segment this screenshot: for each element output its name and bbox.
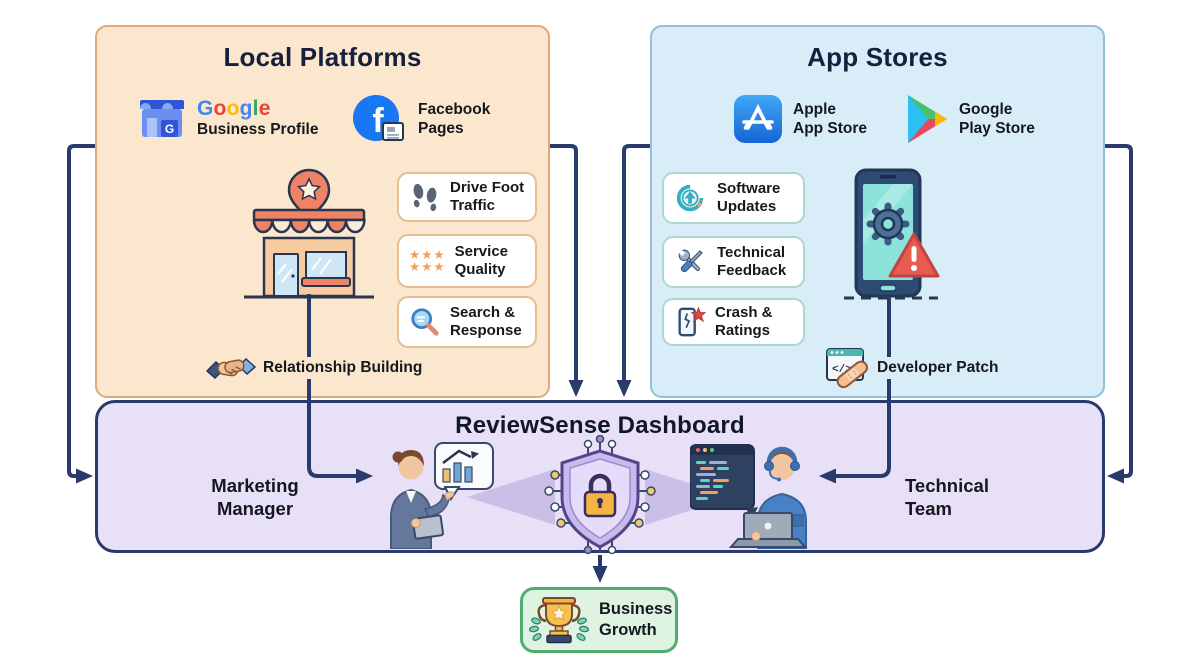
google-business-label: Business Profile <box>197 120 319 138</box>
benefit-software-updates: Software Updates <box>662 172 805 224</box>
marketer-illustration <box>390 442 494 549</box>
handshake-icon <box>206 357 256 380</box>
business-growth-label: Business Growth <box>599 600 673 639</box>
facebook-pages-label: Facebook Pages <box>418 101 491 137</box>
tools-icon <box>678 249 703 273</box>
developer-patch-label: Developer Patch <box>872 357 1004 379</box>
developer-illustration <box>690 444 808 549</box>
arrow-local-right-to-dashboard <box>550 144 584 397</box>
footprints-icon <box>413 183 437 212</box>
phone-illustration <box>854 168 940 298</box>
update-icon <box>676 184 704 212</box>
patch-icon: </> <box>826 348 868 389</box>
dashboard-title: ReviewSense Dashboard <box>455 412 745 439</box>
facebook-f-letter: f <box>372 102 384 140</box>
benefit-service-quality: ★★★ ★★★ Service Quality <box>397 234 537 288</box>
apple-appstore-icon <box>734 95 782 143</box>
store-illustration <box>252 168 366 298</box>
benefit-search-response: Search & Response <box>397 296 537 348</box>
benefit-drive-foot-traffic: Drive Foot Traffic <box>397 172 537 222</box>
crash-icon <box>678 306 706 337</box>
stars-icon: ★★★ ★★★ <box>409 247 446 274</box>
facebook-icon: f <box>353 95 404 141</box>
google-business-profile-item: G Google Business Profile <box>137 93 318 143</box>
relationship-building-label: Relationship Building <box>258 357 428 379</box>
arrow-app-right-to-dashboard <box>1105 144 1133 484</box>
right-beam <box>645 469 733 525</box>
app-stores-title: App Stores <box>807 42 948 72</box>
google-business-icon: G <box>140 100 184 137</box>
google-business-g-letter: G <box>165 122 174 136</box>
technical-team-label: Technical Team <box>905 475 989 519</box>
shield-illustration <box>467 435 733 555</box>
magnifier-icon <box>411 308 439 336</box>
apple-app-store-item: Apple App Store <box>733 94 867 144</box>
google-wordmark: Google <box>197 96 271 120</box>
laptop <box>728 512 808 548</box>
facebook-pages-item: f Facebook Pages <box>352 94 490 144</box>
lock-icon <box>583 473 617 518</box>
google-play-store-item: Google Play Store <box>905 93 1035 145</box>
google-play-icon <box>908 95 947 143</box>
local-platforms-title: Local Platforms <box>223 42 422 72</box>
gear-icon <box>866 202 910 246</box>
arrow-local-left-to-dashboard <box>67 144 95 484</box>
facebook-page-badge <box>382 122 404 141</box>
apple-app-store-label: Apple App Store <box>793 101 868 137</box>
google-play-store-label: Google Play Store <box>959 101 1035 137</box>
trophy-icon <box>528 597 590 644</box>
arrow-app-left-to-dashboard <box>616 144 650 397</box>
warning-icon <box>888 232 940 278</box>
benefit-crash-ratings: Crash & Ratings <box>662 298 805 346</box>
benefit-technical-feedback: Technical Feedback <box>662 236 805 288</box>
left-beam <box>467 469 555 525</box>
code-bubble <box>690 444 758 519</box>
marketing-manager-label: Marketing Manager <box>211 475 299 519</box>
